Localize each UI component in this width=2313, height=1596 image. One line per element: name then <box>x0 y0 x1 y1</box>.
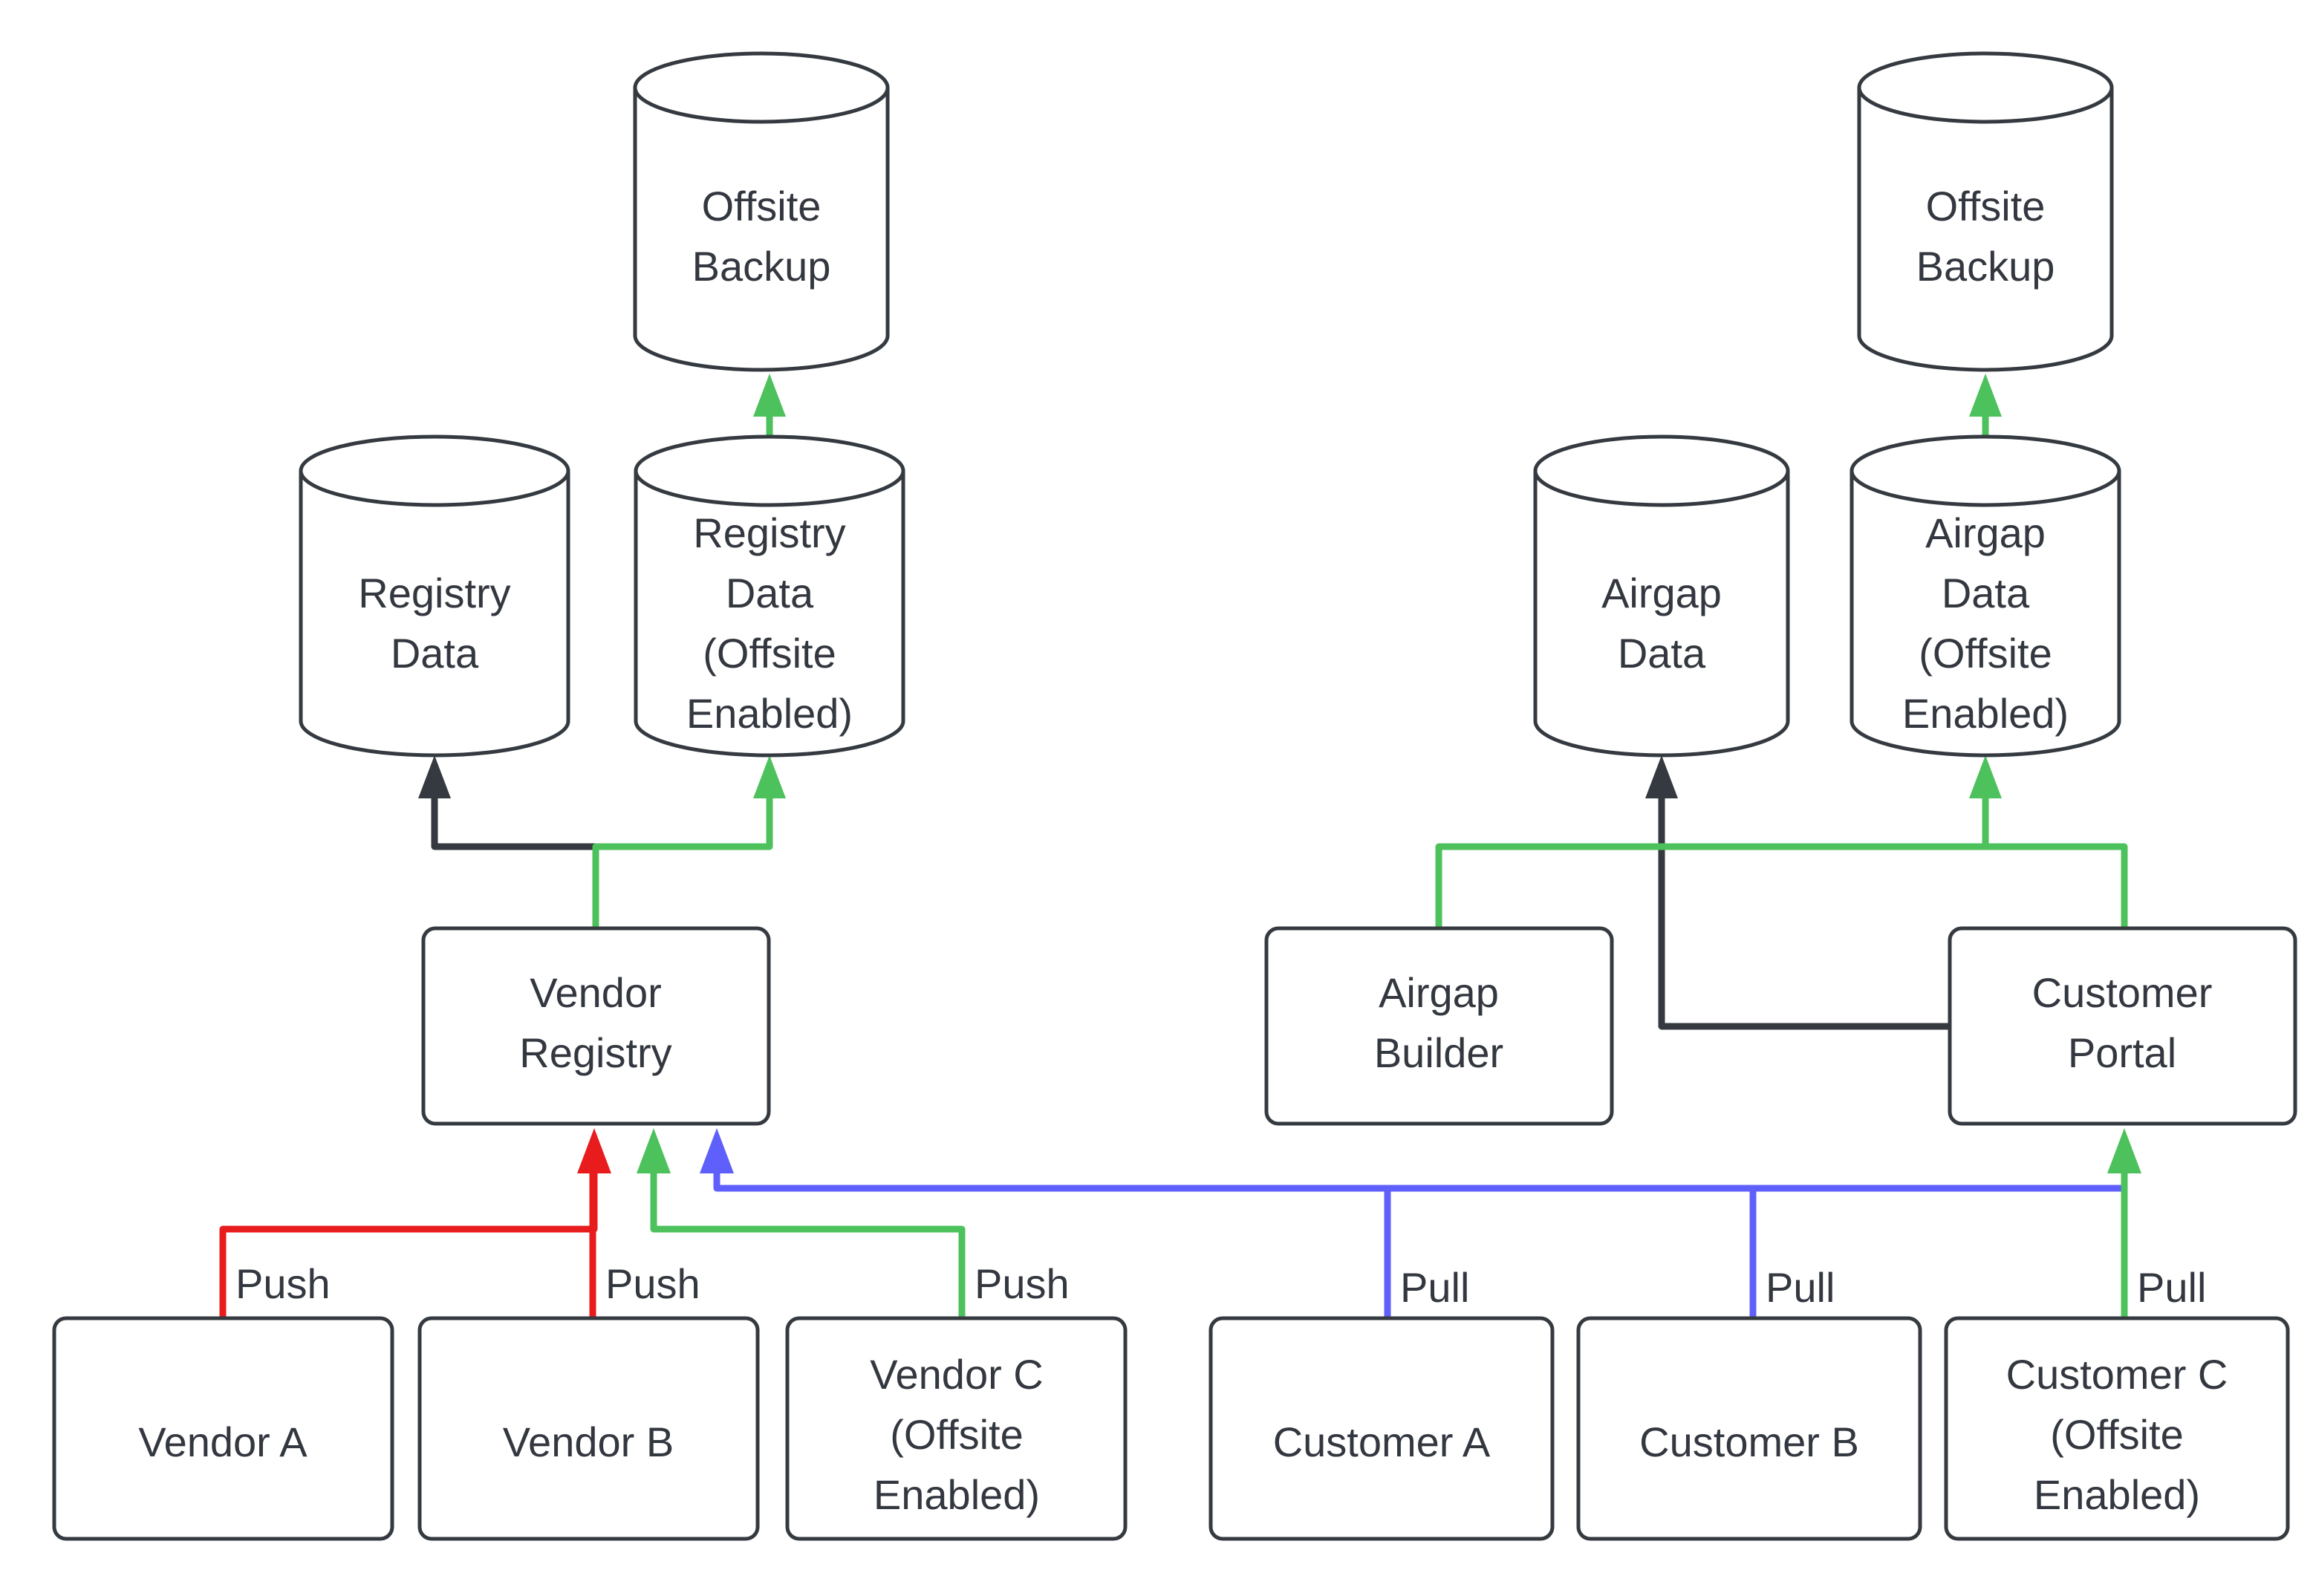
node-label: Enabled) <box>1902 690 2069 737</box>
node-label: Registry <box>519 1029 671 1076</box>
node-label: Customer B <box>1639 1419 1859 1465</box>
node-label: Data <box>391 630 479 677</box>
node-customer-portal[interactable]: Customer Portal <box>1948 926 2297 1126</box>
node-customer-a[interactable]: Customer A <box>1208 1316 1555 1541</box>
node-customer-b[interactable]: Customer B <box>1576 1316 1922 1541</box>
node-label: Airgap <box>1925 509 2046 556</box>
link-airgap-offsite-to-offsite-backup <box>1969 374 2002 444</box>
edge-label-vendor-c-push: Push <box>975 1260 1070 1307</box>
node-label: Data <box>726 570 814 616</box>
node-airgap-data[interactable]: Airgap Data <box>1533 434 1790 758</box>
link-airgap-builder-to-airgap-data-offsite <box>1435 755 2002 928</box>
node-label: Customer A <box>1273 1419 1491 1465</box>
node-label: Vendor B <box>503 1419 674 1465</box>
node-customer-c[interactable]: Customer C (Offsite Enabled) <box>1944 1316 2290 1541</box>
node-label: Vendor C <box>870 1351 1044 1398</box>
node-label: Airgap <box>1379 969 1499 1016</box>
link-vendor-registry-to-registry-data-offsite <box>592 755 786 928</box>
link-vendor-registry-to-registry-data <box>418 755 599 928</box>
node-vendor-b[interactable]: Vendor B <box>417 1316 760 1541</box>
edge-label-customer-b-pull: Pull <box>1766 1264 1835 1311</box>
node-label: Vendor A <box>138 1419 308 1465</box>
link-customer-portal-to-airgap-data <box>1645 755 1950 1030</box>
node-label: Enabled) <box>2034 1471 2200 1518</box>
node-label: Airgap <box>1601 570 1722 616</box>
node-vendor-c[interactable]: Vendor C (Offsite Enabled) <box>785 1316 1128 1541</box>
edge-label-customer-a-pull: Pull <box>1400 1264 1469 1311</box>
node-label: Builder <box>1374 1029 1503 1076</box>
node-label: Data <box>1942 570 2030 616</box>
node-label: Enabled) <box>874 1471 1040 1518</box>
node-label: (Offsite <box>2050 1411 2183 1458</box>
edge-label-customer-c-pull: Pull <box>2137 1264 2206 1311</box>
node-label: Data <box>1618 630 1706 677</box>
node-registry-data[interactable]: Registry Data <box>299 434 570 758</box>
node-label: (Offsite <box>703 630 836 677</box>
node-label: Customer <box>2032 969 2213 1016</box>
node-label: Offsite <box>1926 183 2046 229</box>
node-registry-data-offsite[interactable]: Registry Data (Offsite Enabled) <box>634 434 905 758</box>
node-offsite-backup-left[interactable]: Offsite Backup <box>633 51 890 372</box>
node-label: Registry <box>358 570 510 616</box>
node-vendor-a[interactable]: Vendor A <box>52 1316 394 1541</box>
node-label: (Offsite <box>890 1411 1023 1458</box>
link-customer-portal-to-airgap-data-offsite <box>1982 787 2128 928</box>
node-label: Backup <box>692 243 831 290</box>
node-offsite-backup-right[interactable]: Offsite Backup <box>1857 51 2114 372</box>
edge-label-vendor-a-push: Push <box>235 1260 331 1307</box>
node-vendor-registry[interactable]: Vendor Registry <box>421 926 771 1126</box>
node-label: Portal <box>2068 1029 2176 1076</box>
node-label: Vendor <box>530 969 662 1016</box>
node-label: Backup <box>1916 243 2055 290</box>
node-label: (Offsite <box>1919 630 2052 677</box>
node-label: Enabled) <box>686 690 853 737</box>
link-vendor-c-to-vendor-registry <box>637 1128 966 1318</box>
node-airgap-data-offsite[interactable]: Airgap Data (Offsite Enabled) <box>1850 434 2121 758</box>
link-registry-offsite-to-offsite-backup <box>753 374 786 444</box>
link-customer-b-to-vendor-registry <box>717 1185 1757 1318</box>
node-airgap-builder[interactable]: Airgap Builder <box>1264 926 1614 1126</box>
link-customer-c-to-customer-portal <box>2107 1128 2141 1318</box>
node-label: Registry <box>693 509 845 556</box>
node-label: Offsite <box>702 183 822 229</box>
node-label: Customer C <box>2006 1351 2228 1398</box>
edge-label-vendor-b-push: Push <box>605 1260 700 1307</box>
